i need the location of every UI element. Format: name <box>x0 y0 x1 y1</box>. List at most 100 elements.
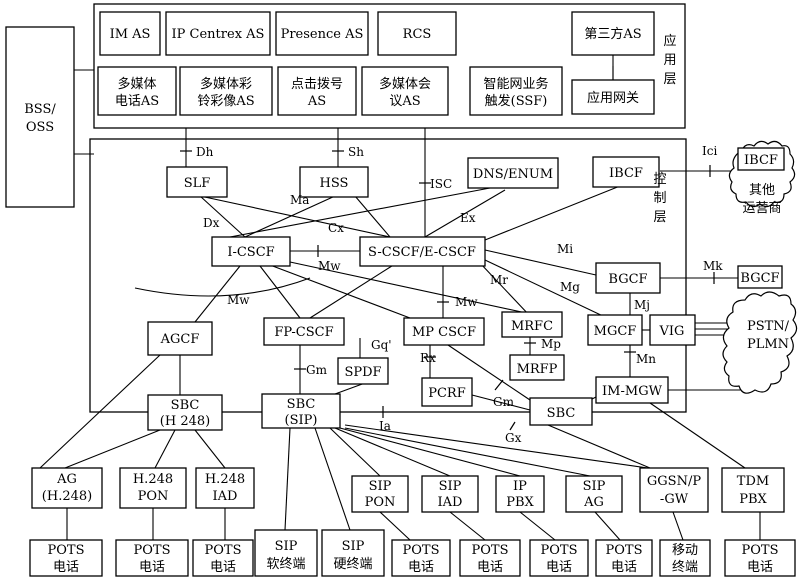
pcrf-label: PCRF <box>428 386 466 401</box>
mm-ringback-label-1: 多媒体彩 <box>200 76 252 92</box>
sip-pon-label-2: PON <box>365 495 396 510</box>
pstn-label-1: PSTN/ <box>747 319 790 334</box>
pots-3-label-1: POTS <box>205 543 242 558</box>
bss-oss-label-2: OSS <box>26 120 54 135</box>
mm-phone-as-label-1: 多媒体 <box>117 76 156 92</box>
dns-enum-label: DNS/ENUM <box>473 167 553 182</box>
ibcf-label: IBCF <box>609 166 643 181</box>
other-operator-label-1: 其他 <box>749 183 775 198</box>
sh-label: Sh <box>348 145 364 159</box>
mw-label-2: Mw <box>227 293 250 307</box>
sip-hard-label-1: SIP <box>342 539 365 554</box>
mg-label: Mg <box>560 280 580 294</box>
mp-label: Mp <box>541 337 561 351</box>
ia-label: Ia <box>379 419 391 433</box>
connection-lines <box>39 66 761 541</box>
sip-iad-label-1: SIP <box>439 479 462 494</box>
pstn-label-2: PLMN <box>747 337 789 352</box>
pots-7-label-2: 电话 <box>611 560 637 575</box>
pots-5-label-1: POTS <box>472 543 509 558</box>
mrfc-label: MRFC <box>511 319 553 334</box>
mi-label: Mi <box>557 242 573 256</box>
sbc-label: SBC <box>547 406 576 421</box>
sip-iad-label-2: IAD <box>438 495 463 510</box>
tdm-pbx-label-2: PBX <box>739 492 767 507</box>
ag-label-1: AG <box>56 472 77 487</box>
pots-5-label-2: 电话 <box>477 560 503 575</box>
ggsn-label-1: GGSN/P <box>647 474 701 489</box>
control-layer-boxes: SLF HSS DNS/ENUM IBCF 控 制 层 I-CSCF S-CSC… <box>147 156 696 407</box>
rcs-label: RCS <box>403 27 432 42</box>
click-dial-label-1: 点击拨号 <box>291 77 343 92</box>
pots-6-label-2: 电话 <box>546 560 572 575</box>
sip-soft-label-1: SIP <box>275 539 298 554</box>
app-gateway-label: 应用网关 <box>587 90 639 106</box>
pots-4-label-2: 电话 <box>408 560 434 575</box>
sip-ag-label-2: AG <box>583 495 604 510</box>
app-layer-label-2: 用 <box>663 53 676 68</box>
h248-pon-label-2: PON <box>138 489 169 504</box>
bss-oss-box <box>5 26 75 208</box>
pots-6-label-1: POTS <box>541 543 578 558</box>
access-devices: AG (H.248) H.248 PON H.248 IAD SIP PON S… <box>31 467 785 513</box>
mobile-label-2: 终端 <box>672 559 698 575</box>
ctrl-layer-label-3: 层 <box>653 210 666 225</box>
sip-pon-label-1: SIP <box>369 479 392 494</box>
gq-label: Gq' <box>371 338 392 352</box>
mobile-label-1: 移动 <box>672 543 698 558</box>
in-trigger-label-2: 触发(SSF) <box>485 93 548 109</box>
pots-2-label-2: 电话 <box>139 560 165 575</box>
interface-tick-marks <box>180 150 715 431</box>
pots-8-label-1: POTS <box>742 543 779 558</box>
slf-label: SLF <box>184 176 211 191</box>
app-layer-boxes: IM AS IP Centrex AS Presence AS RCS 多媒体 … <box>97 11 677 116</box>
mn-label: Mn <box>636 352 656 366</box>
pstn-plmn-cloud: PSTN/ PLMN <box>722 291 798 394</box>
tdm-pbx-label-1: TDM <box>737 474 769 489</box>
icscf-label: I-CSCF <box>227 245 274 260</box>
ma-label: Ma <box>290 193 309 207</box>
pots-7-label-1: POTS <box>606 543 643 558</box>
application-layer-frame <box>93 3 686 129</box>
ex-label: Ex <box>460 211 476 225</box>
presence-as-label: Presence AS <box>281 27 364 42</box>
control-layer-frame <box>89 138 687 413</box>
im-as-label: IM AS <box>110 27 151 42</box>
bgcf-label: BGCF <box>608 272 647 287</box>
click-dial-label-2: AS <box>307 94 326 109</box>
mm-conf-label-2: 议AS <box>389 94 420 109</box>
ici-label: Ici <box>702 144 717 158</box>
spdf-label: SPDF <box>344 365 381 380</box>
mk-label: Mk <box>703 259 723 273</box>
vig-label: VIG <box>659 324 685 339</box>
ip-centrex-label: IP Centrex AS <box>172 27 265 42</box>
bss-oss-label-1: BSS/ <box>24 102 56 117</box>
pots-4-label-1: POTS <box>403 543 440 558</box>
pots-2-label-1: POTS <box>134 543 171 558</box>
mm-phone-as-label-2: 电话AS <box>115 94 159 109</box>
sbc-h248-label-2: (H 248) <box>160 414 210 429</box>
app-layer-label-1: 应 <box>663 33 676 49</box>
third-party-as-label: 第三方AS <box>584 26 641 42</box>
h248-pon-label-1: H.248 <box>133 472 173 487</box>
ag-label-2: (H.248) <box>42 489 92 504</box>
in-trigger-label-1: 智能网业务 <box>483 76 548 92</box>
mw-label-3: Mw <box>455 295 478 309</box>
mrfp-label: MRFP <box>517 362 558 377</box>
other-operator-cloud: IBCF 其他 运营商 <box>728 140 796 216</box>
pots-1-label-2: 电话 <box>53 560 79 575</box>
scscf-label: S-CSCF/E-CSCF <box>368 245 476 260</box>
ggsn-label-2: -GW <box>660 492 689 507</box>
h248-iad-label-1: H.248 <box>205 472 245 487</box>
im-mgw-label: IM-MGW <box>602 384 663 399</box>
mm-ringback-label-2: 铃彩像AS <box>197 94 254 109</box>
agcf-label: AGCF <box>160 332 200 347</box>
sbc-sip-label-2: (SIP) <box>285 413 318 428</box>
rx-label: Rx <box>420 351 436 365</box>
cx-label: Cx <box>328 221 344 235</box>
hss-label: HSS <box>320 176 349 191</box>
mp-cscf-label: MP CSCF <box>412 325 476 340</box>
mm-conf-label-1: 多媒体会 <box>379 76 431 92</box>
gm-label-2: Gm <box>493 395 515 409</box>
